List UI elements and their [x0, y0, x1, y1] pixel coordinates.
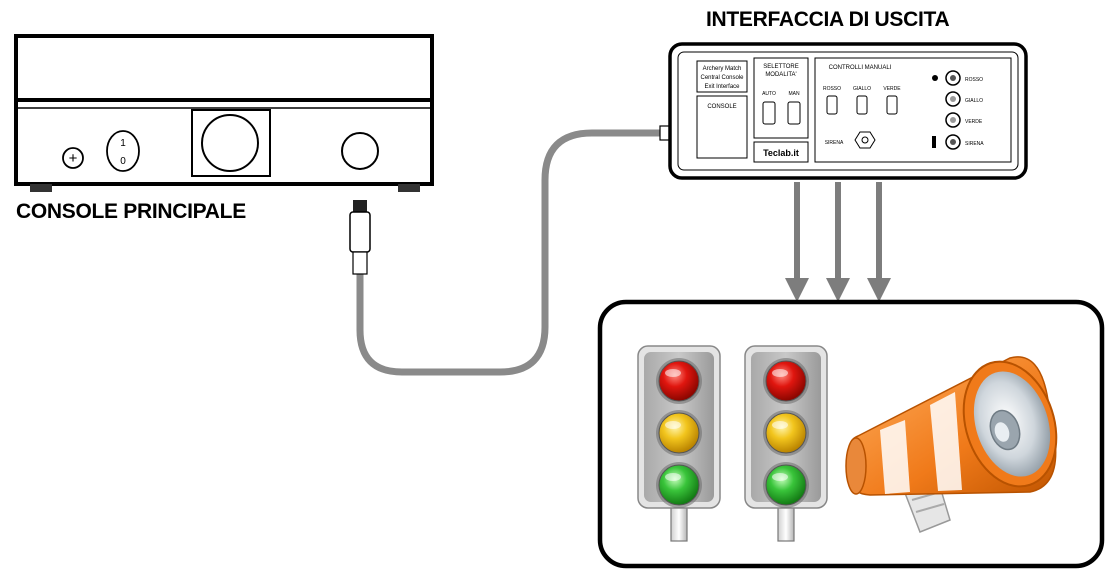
megaphone-icon [845, 356, 1058, 533]
toggle-yellow[interactable] [856, 95, 868, 115]
cable-line [356, 129, 664, 376]
traffic-lights-group [637, 345, 828, 542]
traffic-light-1 [637, 345, 721, 542]
lamp-red [658, 360, 700, 402]
control-label-siren: SIRENA [825, 140, 844, 146]
output-devices-box [597, 299, 1105, 569]
indicator-label-green: VERDE [965, 119, 983, 125]
manual-controls-panel [814, 57, 1012, 163]
title-block [696, 60, 748, 93]
control-label-yellow: GIALLO [853, 86, 871, 92]
mode-selector-panel [753, 57, 809, 139]
control-label-red: ROSSO [823, 86, 841, 92]
lamp-yellow [658, 412, 700, 454]
console-foot-left [30, 184, 52, 192]
control-label-green: VERDE [883, 86, 901, 92]
output-socket [341, 132, 379, 170]
power-switch-off-label: 0 [120, 156, 126, 167]
brand-plate [753, 141, 809, 163]
main-console-device: + 1 0 [14, 34, 434, 192]
indicator-label-red: ROSSO [965, 77, 983, 83]
console-caption: CONSOLE PRINCIPALE [16, 200, 246, 223]
manual-controls-title: CONTROLLI MANUALI [829, 65, 892, 71]
console-foot-right [398, 184, 420, 192]
indicator-label-yellow: GIALLO [965, 98, 983, 104]
output-interface-device: Archery Match Central Console Exit Inter… [668, 42, 1028, 180]
console-port-panel [696, 95, 748, 159]
power-switch[interactable] [106, 130, 140, 172]
mode-selector-title-2: MODALITA' [765, 72, 796, 78]
traffic-light-2 [744, 345, 828, 542]
title-line-2: Central Console [700, 75, 744, 81]
brand-label: Teclab.it [763, 148, 799, 158]
interface-caption: INTERFACCIA DI USCITA [706, 8, 950, 31]
mode-selector-title-1: SELETTORE [763, 64, 799, 70]
terminal-plus-icon [62, 147, 84, 169]
main-knob[interactable] [201, 114, 259, 172]
mode-man-label: MAN [788, 91, 800, 97]
terminal-plus-label: + [69, 150, 78, 167]
console-plug-body [349, 211, 371, 253]
lamp-green [765, 464, 807, 506]
indicator-label-siren: SIRENA [965, 141, 984, 147]
console-plug-tip [353, 200, 367, 212]
toggle-red[interactable] [826, 95, 838, 115]
title-line-1: Archery Match [703, 66, 742, 72]
indicator-column: ROSSO GIALLO VERDE SIRENA [932, 70, 984, 150]
lamp-yellow [765, 412, 807, 454]
power-switch-on-label: 1 [120, 138, 126, 149]
title-line-3: Exit Interface [704, 84, 740, 90]
toggle-green[interactable] [886, 95, 898, 115]
traffic-light-pole [670, 504, 688, 542]
signal-arrows [785, 182, 891, 302]
mode-auto-label: AUTO [762, 91, 776, 97]
mode-toggle-right[interactable] [787, 101, 801, 125]
lamp-green [658, 464, 700, 506]
traffic-light-pole [777, 504, 795, 542]
mode-toggle-left[interactable] [762, 101, 776, 125]
console-port-label: CONSOLE [707, 104, 736, 110]
console-plug-sleeve [352, 251, 368, 275]
lamp-red [765, 360, 807, 402]
